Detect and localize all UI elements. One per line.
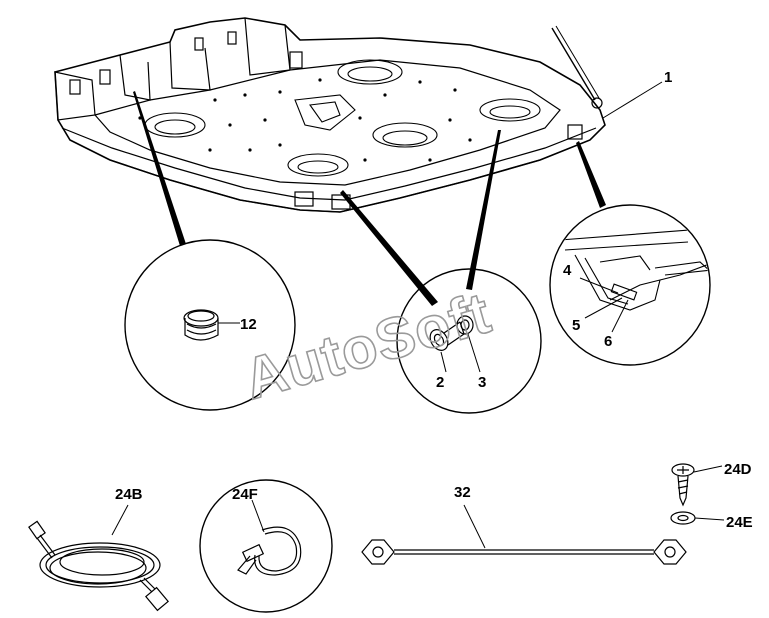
label-3: 3	[478, 374, 486, 391]
washer-part	[456, 315, 474, 335]
washer-24e	[670, 511, 725, 525]
detail-circle-2-3	[396, 268, 542, 414]
detail-circle-4-5-6	[549, 204, 711, 366]
screw-24d	[671, 463, 723, 507]
label-4: 4	[563, 262, 572, 279]
leader-wedges	[133, 91, 606, 306]
label-24b: 24B	[115, 486, 143, 503]
label-1: 1	[664, 69, 672, 86]
label-12: 12	[240, 316, 257, 333]
label-24f: 24F	[232, 486, 258, 503]
label-6: 6	[604, 333, 612, 350]
watermark: AutoSoft	[237, 280, 498, 412]
detail-circle-12	[124, 239, 296, 411]
label-24e: 24E	[726, 514, 753, 531]
tray-panel	[54, 17, 606, 213]
bracket-part	[559, 229, 709, 311]
cable-part-24b	[28, 504, 169, 612]
screw-part	[429, 321, 465, 351]
label-32: 32	[454, 484, 471, 501]
cable-tie-24f	[199, 479, 333, 613]
tray-dots	[138, 78, 472, 162]
callout-labels: 1 2 3 4 5 6 12 24B 24F 32 24D 24E	[115, 69, 753, 531]
label-2: 2	[436, 374, 444, 391]
plug-part	[183, 309, 219, 341]
label-24d: 24D	[724, 461, 752, 478]
label-5: 5	[572, 317, 580, 334]
ground-strap-32	[361, 504, 687, 565]
tray-holes	[144, 59, 541, 177]
leader-1	[602, 81, 663, 119]
